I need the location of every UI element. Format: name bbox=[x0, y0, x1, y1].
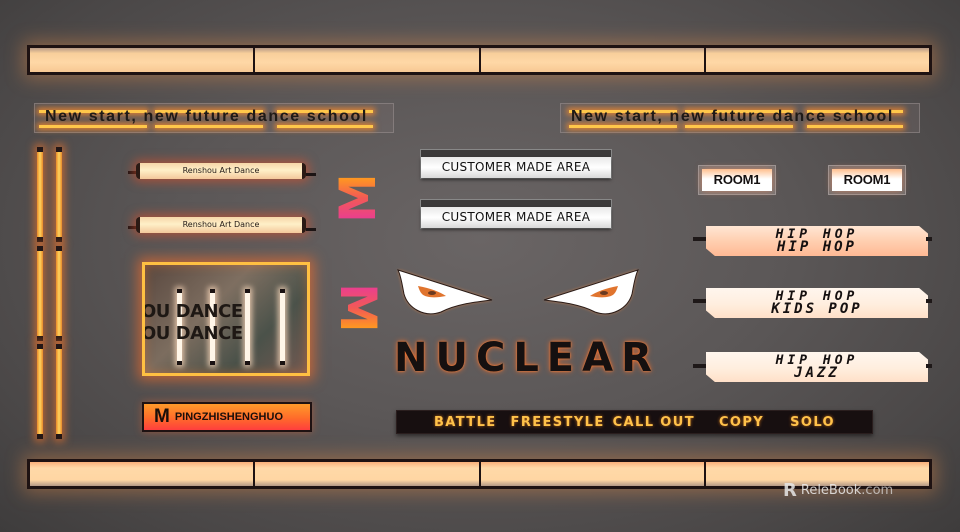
nuclear-logo-text: NUCLEAR bbox=[394, 335, 660, 381]
customer-made-area-sign: CUSTOMER MADE AREA bbox=[420, 199, 612, 229]
jazz-light-bar: HIP HOP JAZZ bbox=[706, 352, 928, 382]
category-label: COPY bbox=[718, 414, 765, 430]
frame-text-line: OU DANCE bbox=[142, 323, 243, 344]
neon-tube bbox=[56, 147, 62, 242]
bar-line-2: JAZZ bbox=[794, 365, 840, 381]
neon-tube bbox=[37, 344, 43, 439]
badge-m-letter: M bbox=[154, 406, 170, 427]
relebook-watermark: R ReleBook .com bbox=[783, 480, 893, 501]
sign-text: CUSTOMER MADE AREA bbox=[421, 207, 611, 228]
neon-tube bbox=[56, 246, 62, 341]
slogan-text: New start, new future dance school bbox=[571, 108, 894, 125]
m-logo-icon: M bbox=[329, 173, 387, 223]
slogan-text: New start, new future dance school bbox=[45, 108, 368, 125]
watermark-domain: .com bbox=[861, 483, 894, 498]
angry-eyes-icon bbox=[543, 269, 639, 315]
relebook-logo-icon: R bbox=[783, 480, 797, 501]
bar-line-2: KIDS POP bbox=[771, 301, 863, 317]
light-bar-segment bbox=[255, 462, 479, 486]
neon-tube bbox=[37, 246, 43, 341]
category-label: SOLO bbox=[790, 414, 836, 430]
bar-line-1: HIP HOP bbox=[775, 227, 859, 242]
light-bar-segment bbox=[480, 462, 704, 486]
kids-pop-light-bar: HIP HOP KIDS POP bbox=[706, 288, 928, 318]
light-bar-segment bbox=[705, 462, 929, 486]
neon-tube bbox=[56, 344, 62, 439]
room-label: ROOM1 bbox=[702, 169, 772, 191]
bar-line-1: HIP HOP bbox=[775, 289, 859, 304]
category-label: FREESTYLE bbox=[510, 414, 605, 430]
ou-dance-photo-frame: OU DANCE OU DANCE bbox=[142, 262, 310, 376]
category-label: CALL OUT bbox=[612, 414, 695, 430]
sign-text: CUSTOMER MADE AREA bbox=[421, 157, 611, 178]
light-bar-segment bbox=[30, 462, 254, 486]
bottom-light-bar bbox=[27, 459, 932, 489]
bar-line-2: HIP HOP bbox=[776, 239, 857, 255]
customer-made-area-sign: CUSTOMER MADE AREA bbox=[420, 149, 612, 179]
room-sign: ROOM1 bbox=[828, 165, 906, 195]
m-logo-icon: M bbox=[329, 283, 387, 333]
hiphop-light-bar: HIP HOP HIP HOP bbox=[706, 226, 928, 256]
slogan-sign-right: New start, new future dance school bbox=[560, 103, 920, 133]
light-bar-segment bbox=[30, 48, 254, 72]
slogan-sign-left: New start, new future dance school bbox=[34, 103, 394, 133]
light-bar-segment bbox=[255, 48, 479, 72]
light-bar-segment bbox=[480, 48, 704, 72]
angry-eyes-icon bbox=[397, 269, 493, 315]
room-label: ROOM1 bbox=[832, 169, 902, 191]
light-bar-segment bbox=[705, 48, 929, 72]
neon-tube bbox=[37, 147, 43, 242]
renshou-tube-sign: Renshou Art Dance bbox=[136, 217, 306, 233]
top-light-bar bbox=[27, 45, 932, 75]
bar-line-1: HIP HOP bbox=[775, 353, 859, 368]
room-sign: ROOM1 bbox=[698, 165, 776, 195]
category-label: BATTLE bbox=[433, 414, 497, 430]
frame-text-line: OU DANCE bbox=[142, 301, 243, 322]
pingzhishenghuo-badge: M PINGZHISHENGHUO bbox=[142, 402, 312, 432]
renshou-tube-sign: Renshou Art Dance bbox=[136, 163, 306, 179]
battle-categories-bar: BATTLE FREESTYLE CALL OUT COPY SOLO bbox=[396, 410, 873, 434]
badge-text: PINGZHISHENGHUO bbox=[174, 411, 284, 423]
watermark-brand: ReleBook bbox=[800, 483, 862, 498]
